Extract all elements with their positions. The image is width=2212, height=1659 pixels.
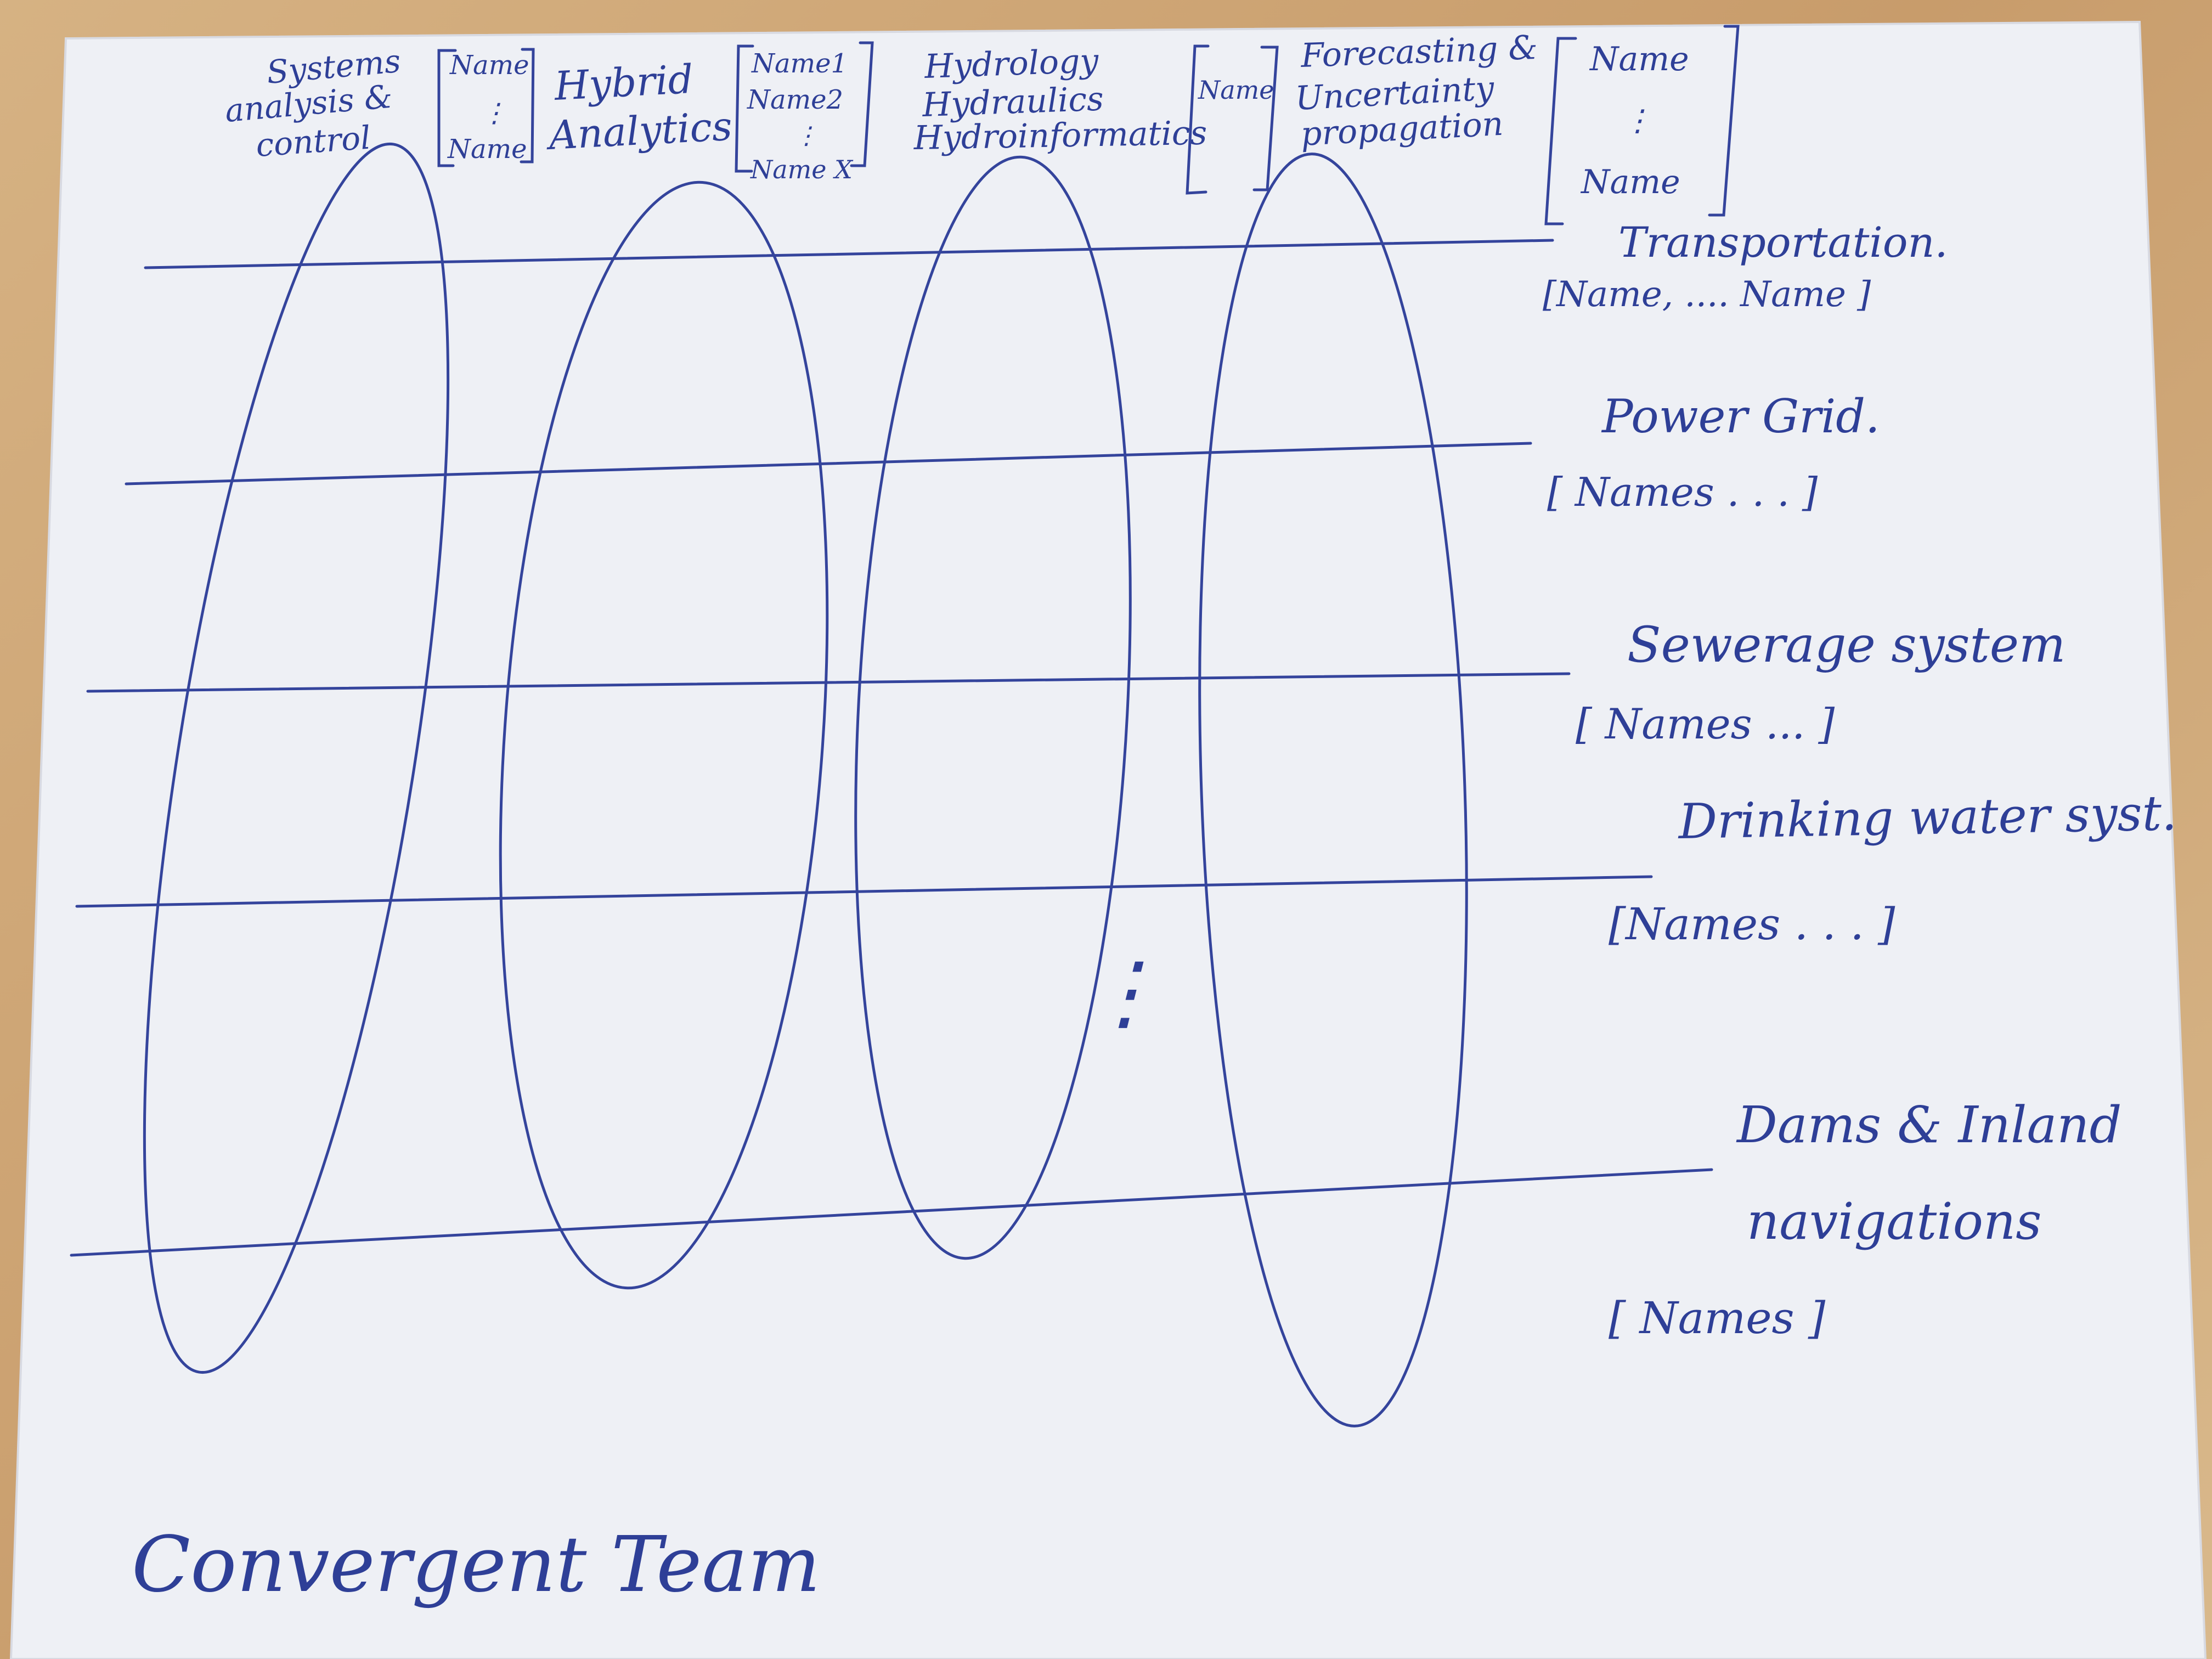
names-forecasting-last: Name — [1580, 163, 1680, 201]
row-line-sewerage — [86, 672, 1571, 693]
names-hybrid-x: Name X — [750, 155, 854, 184]
heading-hydrology-line2: Hydraulics — [921, 80, 1104, 125]
column-ellipses — [143, 142, 1468, 1427]
names-hydrology-1: Name — [1198, 75, 1274, 105]
names-systems-last: Name — [447, 134, 527, 165]
names-systems-dots: ⋮ — [481, 98, 507, 128]
column-heading-forecasting: Forecasting & Uncertainty propagation — [1294, 29, 1538, 154]
column-heading-systems: Systems analysis & control — [223, 42, 402, 164]
heading-hydrology-line1: Hydrology — [923, 42, 1099, 86]
heading-hybrid-line2: Analytics — [545, 103, 733, 159]
column-ellipse-hybrid — [499, 180, 829, 1290]
row-label-dams: Dams & Inland navigations [ Names ] — [1609, 1096, 2121, 1344]
column-heading-hybrid: Hybrid Analytics — [545, 56, 733, 159]
column-heading-hydrology: Hydrology Hydraulics Hydroinformatics — [913, 42, 1207, 157]
names-systems-first: Name — [449, 50, 529, 81]
heading-forecasting-line1: Forecasting & — [1300, 29, 1538, 75]
column-names-hybrid: Name1 Name2 ⋮ Name X — [735, 41, 874, 184]
row-drinking-water-names: [Names . . . ] — [1609, 899, 1895, 950]
names-forecasting-first: Name — [1589, 40, 1689, 78]
row-label-drinking-water: Drinking water syst. [Names . . . ] — [1609, 785, 2177, 950]
row-label-sewerage: Sewerage system [ Names ... ] — [1576, 616, 2066, 748]
names-hybrid-dots: ⋮ — [794, 122, 819, 150]
row-drinking-water-heading: Drinking water syst. — [1677, 785, 2177, 850]
column-ellipse-forecasting — [1198, 153, 1468, 1427]
row-dams-names: [ Names ] — [1609, 1293, 1826, 1344]
names-hybrid-2: Name2 — [747, 84, 843, 115]
row-line-drinking-water — [75, 875, 1653, 908]
row-line-dams — [70, 1168, 1713, 1257]
heading-hybrid-line1: Hybrid — [552, 56, 694, 109]
more-columns-marker: ⋮ — [1084, 945, 1166, 1040]
column-names-hydrology: Name — [1186, 44, 1279, 195]
column-ellipse-systems — [143, 142, 450, 1374]
row-transportation-heading: Transportation. — [1618, 218, 1948, 267]
names-forecasting-dots: ⋮ — [1623, 103, 1652, 138]
row-line-transportation — [144, 239, 1554, 269]
row-power-grid-heading: Power Grid. — [1601, 390, 1880, 443]
row-label-power-grid: Power Grid. [ Names . . . ] — [1547, 390, 1880, 515]
paper-page — [11, 22, 2205, 1659]
column-names-forecasting: Name ⋮ Name — [1544, 25, 1740, 225]
heading-systems-line3: control — [255, 119, 371, 164]
heading-hydrology-line3: Hydroinformatics — [913, 114, 1207, 157]
row-power-grid-names: [ Names . . . ] — [1547, 469, 1818, 515]
column-names-systems: Name ⋮ Name — [437, 48, 535, 167]
names-hybrid-1: Name1 — [751, 48, 848, 79]
row-sewerage-heading: Sewerage system — [1627, 616, 2066, 674]
row-sewerage-names: [ Names ... ] — [1576, 699, 1835, 748]
column-ellipse-hydrology — [854, 155, 1132, 1260]
row-transportation-names: [Name, .... Name ] — [1543, 274, 1871, 315]
row-lines — [70, 239, 1713, 1257]
diagram-title: Convergent Team — [132, 1520, 820, 1610]
row-dams-heading: Dams & Inland — [1736, 1096, 2121, 1154]
row-dams-heading2: navigations — [1747, 1192, 2042, 1251]
row-label-transportation: Transportation. [Name, .... Name ] — [1543, 218, 1948, 315]
row-line-power-grid — [125, 442, 1532, 486]
